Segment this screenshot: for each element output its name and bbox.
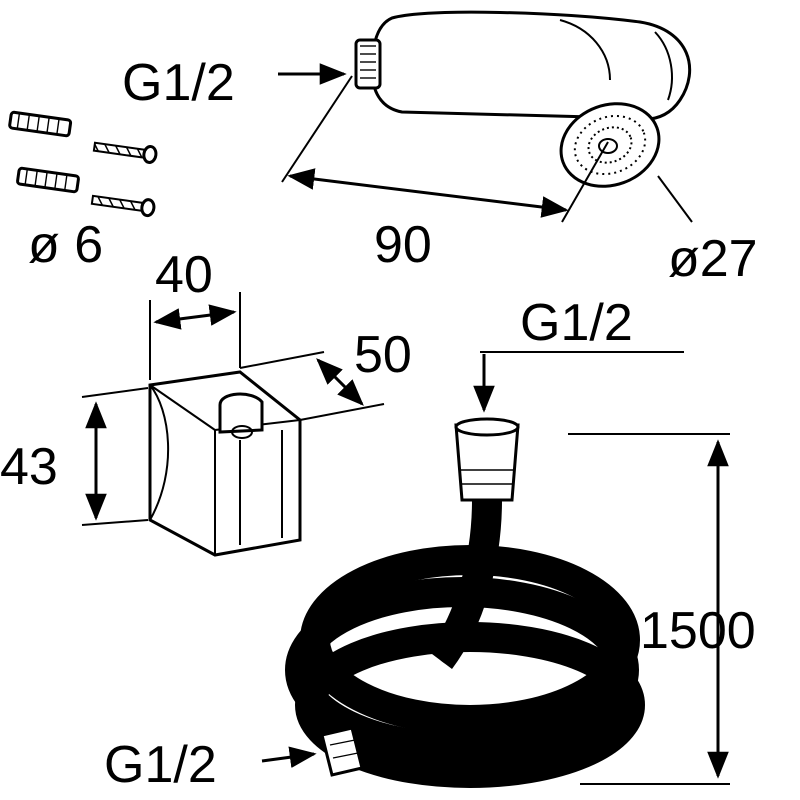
handshower-diameter-label: ø27 — [668, 230, 758, 288]
handshower-thread-label: G1/2 — [122, 54, 235, 112]
holder-height-label: 43 — [0, 438, 58, 496]
holder-width-dimension — [149, 292, 241, 380]
holder-depth-label: 50 — [354, 326, 412, 384]
hose-bottom-thread-label: G1/2 — [104, 736, 217, 794]
hand-shower — [354, 10, 692, 188]
holder-width-label: 40 — [155, 246, 213, 304]
hose-length-label: 1500 — [640, 602, 756, 660]
hose-length-dimension — [568, 433, 730, 785]
dowel — [8, 110, 73, 138]
shower-hose — [285, 417, 645, 788]
hose-bottom-thread-callout — [261, 746, 317, 768]
screw — [92, 141, 158, 164]
holder-height-dimension — [81, 387, 149, 526]
holder-depth-dimension — [239, 351, 385, 421]
hose-top-thread-callout — [473, 351, 684, 413]
dowel — [16, 166, 80, 194]
dowel-diameter-label: ø 6 — [28, 216, 103, 274]
screw — [90, 194, 156, 218]
handshower-diameter-leader — [657, 175, 693, 223]
hose-top-thread-label: G1/2 — [520, 294, 633, 352]
handshower-length-label: 90 — [374, 216, 432, 274]
wall-holder — [148, 370, 302, 557]
handshower-length-dimension — [281, 75, 609, 223]
screws-and-dowels — [8, 110, 158, 218]
